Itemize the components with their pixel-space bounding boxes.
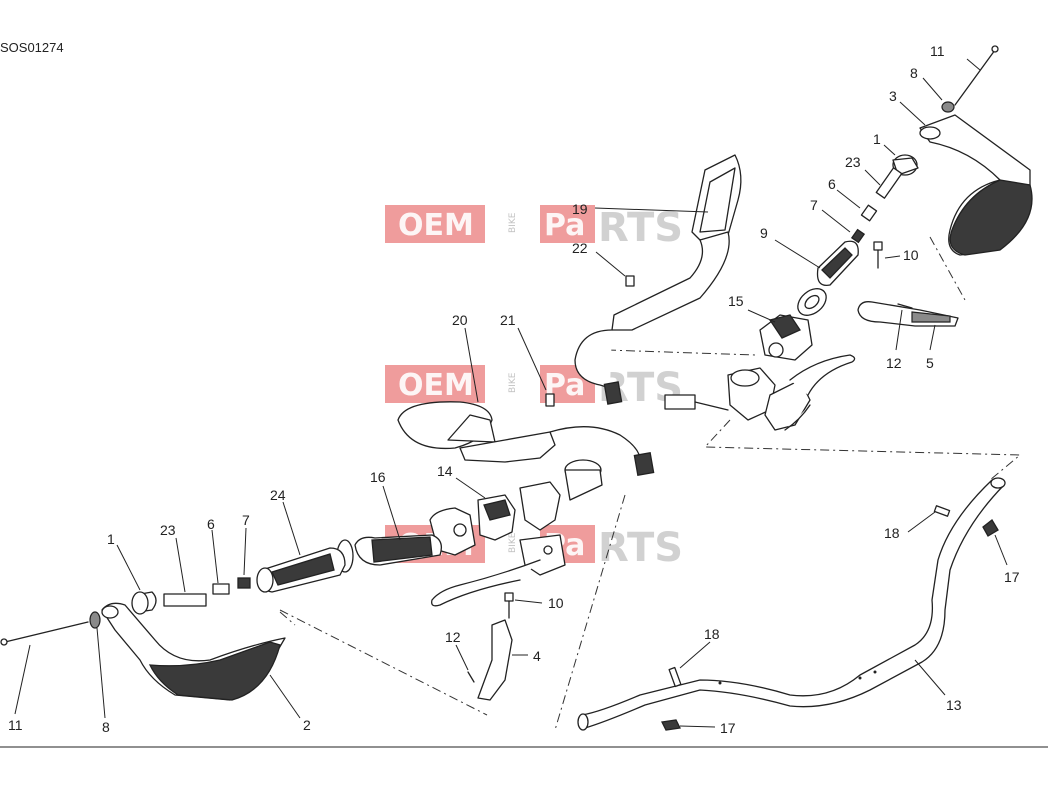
assembly-lines [279, 236, 1022, 731]
callout-14: 14 [437, 463, 453, 479]
callout-8-top: 8 [910, 65, 918, 81]
callout-21: 21 [500, 312, 516, 328]
callout-16: 16 [370, 469, 386, 485]
washer [89, 611, 101, 629]
callout-6-top: 6 [828, 176, 836, 192]
callout-12-low: 12 [445, 629, 461, 645]
callout-10-top: 10 [903, 247, 919, 263]
brake-master-cylinder [664, 354, 856, 431]
handlebar [577, 477, 1006, 731]
spacer [860, 204, 878, 222]
right-grip [797, 240, 859, 316]
svg-text:RTS: RTS [598, 205, 683, 251]
svg-text:BIKE: BIKE [508, 532, 518, 553]
left-hand-guard [101, 602, 286, 701]
clip [982, 519, 999, 537]
callout-17-low: 17 [720, 720, 736, 736]
bolt [0, 621, 89, 646]
clutch-assembly [429, 459, 603, 607]
callout-6-left: 6 [207, 516, 215, 532]
svg-text:OEM: OEM [398, 208, 474, 243]
lever-guard [477, 619, 513, 701]
svg-text:BIKE: BIKE [508, 212, 518, 233]
bolt [467, 671, 475, 683]
diagram-code: SOS01274 [0, 40, 64, 55]
right-switch [759, 314, 813, 361]
callout-13: 13 [946, 697, 962, 713]
left-grip-sleeve [256, 547, 346, 593]
callout-7-top: 7 [810, 197, 818, 213]
bar-end-weight [131, 591, 157, 615]
callout-11-left: 11 [8, 717, 23, 733]
right-mirror [574, 154, 742, 405]
svg-text:OEM: OEM [398, 368, 474, 403]
watermark: OEM BIKE Pa RTS [385, 205, 683, 251]
callout-20: 20 [452, 312, 468, 328]
pin [933, 505, 951, 517]
callout-1-top: 1 [873, 131, 881, 147]
clip [661, 719, 681, 731]
svg-text:RTS: RTS [598, 525, 683, 571]
callout-1-left: 1 [107, 531, 115, 547]
callout-17-right: 17 [1004, 569, 1020, 585]
spacer [237, 577, 251, 589]
washer [941, 101, 955, 113]
bolt [897, 303, 913, 309]
callout-12-top: 12 [886, 355, 902, 371]
leader-lines [14, 58, 1008, 728]
callout-18-low: 18 [704, 626, 720, 642]
callout-2: 2 [303, 717, 311, 733]
callouts: 11 8 3 1 23 6 7 9 10 15 12 5 19 22 20 21… [8, 43, 1020, 736]
bolt [954, 45, 999, 106]
svg-text:Pa: Pa [544, 208, 585, 243]
spacer [163, 593, 207, 607]
left-grip [336, 534, 443, 573]
bolt [504, 592, 514, 619]
callout-22: 22 [572, 240, 588, 256]
callout-15: 15 [728, 293, 744, 309]
callout-18-right: 18 [884, 525, 900, 541]
right-hand-guard [919, 114, 1033, 256]
callout-24: 24 [270, 487, 286, 503]
callout-5: 5 [926, 355, 934, 371]
spacer [212, 583, 230, 595]
callout-19: 19 [572, 201, 588, 217]
left-mirror [397, 393, 655, 476]
callout-8-left: 8 [102, 719, 110, 735]
bar-end-weight [892, 154, 919, 176]
callout-10-low: 10 [548, 595, 564, 611]
left-switch [477, 494, 516, 541]
bolt [873, 241, 883, 269]
pin [668, 666, 682, 688]
spacer [875, 167, 903, 199]
callout-4: 4 [533, 648, 541, 664]
lever-guard [857, 301, 959, 327]
callout-23-top: 23 [845, 154, 861, 170]
callout-23-left: 23 [160, 522, 176, 538]
callout-9: 9 [760, 225, 768, 241]
spacer [850, 228, 866, 244]
svg-text:BIKE: BIKE [508, 372, 518, 393]
callout-7-left: 7 [242, 512, 250, 528]
callout-3: 3 [889, 88, 897, 104]
callout-11-top: 11 [930, 43, 945, 59]
